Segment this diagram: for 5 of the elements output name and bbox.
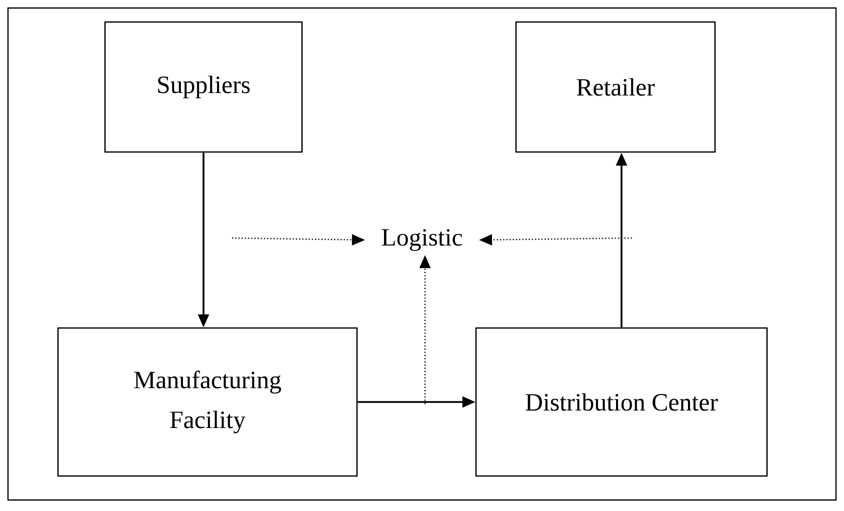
process-box: Manufacturing Facility (57, 327, 358, 477)
process-box: Suppliers (104, 21, 303, 153)
node-label: Logistic (382, 229, 462, 251)
process-box: Distribution Center (475, 327, 768, 477)
process-box: Retailer (515, 21, 716, 153)
